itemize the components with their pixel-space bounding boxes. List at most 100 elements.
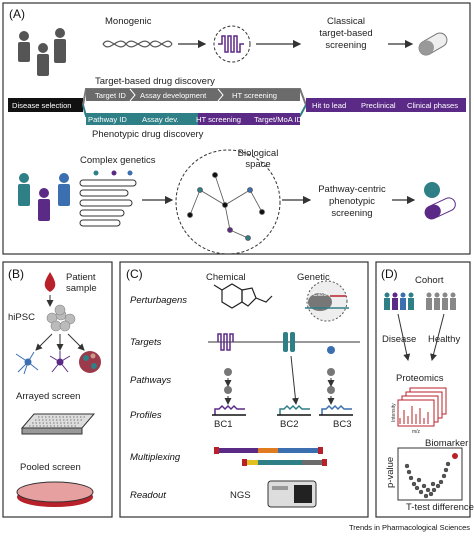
track-clinical-phases: Clinical phases [407, 101, 458, 110]
bottom-track: Pathway ID Assay dev. HT screening Targe… [82, 104, 307, 125]
ttest-label: T-test difference [406, 502, 474, 513]
neuron-icon [15, 351, 39, 375]
chemical-label: Chemical [206, 272, 246, 283]
panel-b-label: (B) [8, 267, 24, 281]
row-targets: Targets [130, 337, 162, 348]
track-target-id: Target ID [95, 91, 126, 100]
patient-line-2: sample [66, 283, 97, 294]
barcode-2: BC2 [280, 419, 298, 430]
gene-target-circle [213, 25, 251, 63]
intensity-label: Intensity [391, 403, 397, 422]
mz-label: m/z [412, 429, 421, 435]
pathway-centric-line-3: screening [331, 208, 372, 219]
panel-a-label: (A) [9, 7, 25, 21]
healthy-label: Healthy [428, 334, 460, 345]
classical-line-1: Classical [327, 16, 365, 27]
ligand-dot [327, 346, 335, 354]
mass-spec-stack [397, 387, 447, 427]
chromosome-bars [79, 179, 137, 227]
track-pathway-id: Pathway ID [88, 115, 127, 124]
phenotypic-label: Phenotypic drug discovery [92, 129, 204, 140]
panel-c-label: (C) [126, 267, 143, 281]
pathway-nodes [224, 368, 335, 394]
track-assay-development: Assay development [140, 91, 207, 100]
cohort-label: Cohort [415, 275, 444, 286]
panel-b-frame [2, 261, 113, 518]
genetic-label: Genetic [297, 272, 330, 283]
row-profiles: Profiles [130, 410, 162, 421]
barcode-profiles [212, 404, 353, 416]
disease-label: Disease [382, 334, 416, 345]
blood-drop-icon [44, 272, 56, 292]
row-perturbagens: Perturbagens [130, 295, 187, 306]
hipsc-colony-icon [46, 304, 76, 332]
hipsc-label: hiPSC [8, 312, 35, 323]
molecule-icon [213, 283, 273, 309]
organoid-icon [79, 351, 101, 373]
row-readout: Readout [130, 490, 166, 501]
right-track [306, 98, 466, 112]
track-hit-to-lead: Hit to lead [312, 101, 346, 110]
arrow-organoid [67, 333, 85, 351]
biomarker-label: Biomarker [425, 438, 468, 449]
proteomics-label: Proteomics [396, 373, 444, 384]
arrow-healthy [430, 313, 445, 361]
biological-space-circle [175, 149, 281, 255]
volcano-plot [397, 447, 463, 501]
well-plate-icon [20, 413, 96, 435]
dna-icon [102, 40, 173, 48]
panel-d-frame [375, 261, 471, 518]
colored-people-icon [18, 173, 70, 221]
cas9-icon: Cas9 [305, 280, 349, 322]
receptor-icon [218, 35, 244, 53]
bio-space-line-2: space [245, 159, 270, 170]
drug-pill-icons [424, 182, 456, 220]
track-preclinical: Preclinical [361, 101, 396, 110]
monogenic-label: Monogenic [105, 16, 152, 27]
pathway-centric-line-2: phenotypic [329, 196, 375, 207]
pooled-screen-label: Pooled screen [20, 462, 81, 473]
microglia-icon [49, 351, 71, 373]
track-target-moa: Target/MoA ID [254, 115, 303, 124]
bio-space-line-1: Biological [238, 148, 279, 159]
target-based-label: Target-based drug discovery [95, 76, 215, 87]
arrow-disease [397, 313, 411, 361]
track-assay-dev: Assay dev. [142, 115, 179, 124]
pill-icon [418, 32, 448, 56]
row-multiplexing: Multiplexing [130, 452, 181, 463]
people-group-icon [18, 28, 66, 76]
disease-selection-pill [8, 98, 83, 112]
top-track: Target ID Assay development HT screening [82, 88, 307, 106]
arrayed-screen-label: Arrayed screen [16, 391, 80, 402]
arrow-neuron [35, 333, 53, 351]
pathway-arrows [224, 355, 335, 405]
panel-d-label: (D) [381, 267, 398, 281]
healthy-cohort-icon [426, 292, 456, 310]
pathway-centric-line-1: Pathway-centric [318, 184, 386, 195]
panel-c-frame [119, 261, 369, 518]
sequencer-icon [267, 480, 317, 508]
multiplex-reads [214, 447, 327, 466]
dish-icon [16, 481, 94, 507]
ngs-label: NGS [230, 490, 251, 501]
row-pathways: Pathways [130, 375, 171, 386]
network-graph [187, 172, 265, 241]
variant-pins [93, 170, 133, 176]
barcode-3: BC3 [333, 419, 351, 430]
biomarker-point [452, 453, 458, 459]
track-ht-screening-bottom: HT screening [196, 115, 241, 124]
patient-line-1: Patient [66, 272, 96, 283]
classical-line-3: screening [325, 40, 366, 51]
panel-a-frame [2, 2, 471, 255]
classical-line-2: target-based [319, 28, 372, 39]
barcode-1: BC1 [214, 419, 232, 430]
footer-credit: Trends in Pharmacological Sciences [349, 523, 470, 532]
pvalue-label: p-value [385, 457, 396, 488]
disease-cohort-icon [384, 292, 414, 310]
disease-selection-text: Disease selection [12, 101, 72, 110]
track-ht-screening-top: HT screening [232, 91, 277, 100]
gpcr-receptor [217, 333, 234, 351]
complex-genetics-label: Complex genetics [80, 155, 156, 166]
cas9-text: Cas9 [313, 292, 328, 298]
